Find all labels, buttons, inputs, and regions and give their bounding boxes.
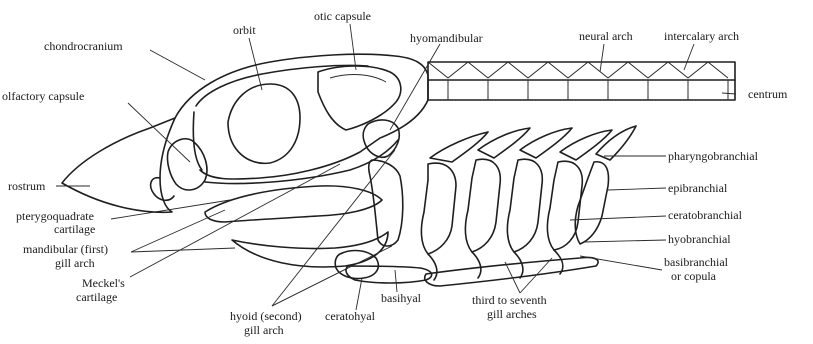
label-orbit: orbit <box>233 23 256 37</box>
label-hyoid-line1: hyoid (second) <box>230 309 302 323</box>
label-basibranchial-line1: basibranchial <box>664 255 729 269</box>
label-hyoid-line2: gill arch <box>244 323 284 337</box>
label-pterygoquadrate-line1: pterygoquadrate <box>16 209 94 223</box>
label-rostrum: rostrum <box>8 179 46 193</box>
label-meckels-line2: cartilage <box>76 290 117 304</box>
label-centrum: centrum <box>748 87 788 101</box>
label-meckels-line1: Meckel's <box>82 276 125 290</box>
label-basihyal: basihyal <box>381 291 422 305</box>
label-mandibular-line1: mandibular (first) <box>23 242 108 256</box>
label-hyomandibular: hyomandibular <box>410 31 483 45</box>
label-pharyngobranchial: pharyngobranchial <box>668 149 759 163</box>
label-otic-capsule: otic capsule <box>314 9 371 23</box>
label-chondrocranium: chondrocranium <box>44 39 123 53</box>
label-third-to-seventh-line1: third to seventh <box>472 293 547 307</box>
label-basibranchial-line2: or copula <box>671 269 717 283</box>
label-mandibular-line2: gill arch <box>55 256 95 270</box>
vertebral-column-drawing <box>428 62 735 100</box>
hyoid-arch-drawing <box>335 120 431 283</box>
label-pterygoquadrate-line2: cartilage <box>54 222 95 236</box>
chondrocranium-drawing <box>62 54 428 212</box>
label-ceratohyal: ceratohyal <box>325 309 376 323</box>
jaws-drawing <box>205 186 388 267</box>
label-epibranchial: epibranchial <box>668 181 728 195</box>
label-hyobranchial: hyobranchial <box>668 232 731 246</box>
label-neural-arch: neural arch <box>579 29 633 43</box>
label-olfactory-capsule: olfactory capsule <box>2 89 84 103</box>
label-third-to-seventh-line2: gill arches <box>487 307 537 321</box>
branchial-arches-drawing <box>421 126 636 286</box>
label-ceratobranchial: ceratobranchial <box>668 208 743 222</box>
label-intercalary-arch: intercalary arch <box>664 29 739 43</box>
